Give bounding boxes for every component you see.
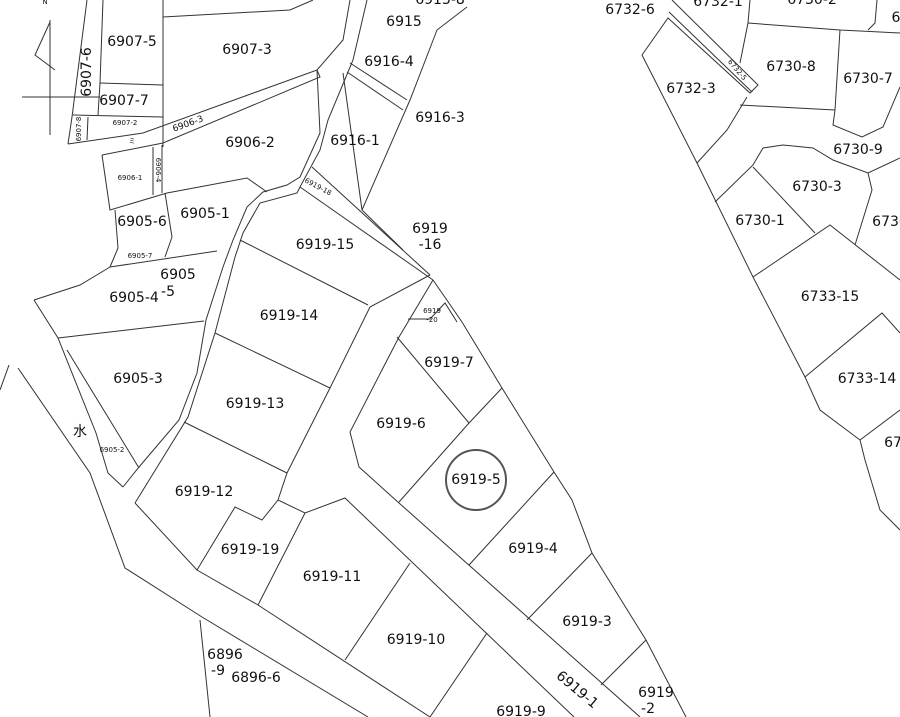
parcel-label[interactable]: 6730-2: [787, 0, 837, 8]
parcel-label[interactable]: 6905-1: [180, 206, 230, 222]
parcel-label[interactable]: 6919: [423, 307, 441, 315]
water-label: 水: [73, 424, 87, 440]
parcel-label[interactable]: 6730-3: [792, 179, 842, 195]
parcel-label[interactable]: 6919-19: [221, 542, 280, 558]
parcel-label[interactable]: 6906-4: [154, 158, 162, 183]
highlighted-parcel-circle: [445, 449, 507, 511]
parcel-label[interactable]: 6919-15: [296, 237, 355, 253]
parcel-label[interactable]: 6730-9: [833, 142, 883, 158]
parcel-label[interactable]: 6907-5: [107, 34, 157, 50]
parcel-label[interactable]: 6919-11: [303, 569, 362, 585]
parcel-label[interactable]: 6919-6: [376, 416, 426, 432]
parcel-label[interactable]: 6919-12: [175, 484, 234, 500]
parcel-label-partial[interactable]: 67: [884, 435, 900, 451]
parcel-label[interactable]: 6919-7: [424, 355, 474, 371]
parcel-label[interactable]: 6906-1: [118, 174, 143, 182]
parcel-label[interactable]: 6919-13: [226, 396, 285, 412]
north-label: N: [42, 0, 47, 6]
parcel-label[interactable]: 6913-8: [415, 0, 465, 8]
parcel-label[interactable]: 6907-8: [75, 117, 83, 142]
parcel-label[interactable]: 6732-1: [693, 0, 743, 10]
parcel-label[interactable]: 6916-4: [364, 54, 414, 70]
parcel-label[interactable]: 6730-8: [766, 59, 816, 75]
north-arrow-icon: [22, 20, 100, 135]
parcel-label[interactable]: 6915: [386, 14, 422, 30]
parcel-label[interactable]: 6919-9: [496, 704, 546, 717]
parcel-label: ミ: [129, 137, 136, 145]
parcel-label[interactable]: 6906-3: [171, 114, 204, 134]
parcel-label[interactable]: 6916-1: [330, 133, 380, 149]
parcel-label[interactable]: 6919-3: [562, 614, 612, 630]
parcel-label-highlighted[interactable]: 6919-5: [451, 472, 501, 488]
parcel-label[interactable]: 6906-2: [225, 135, 275, 151]
parcel-label[interactable]: 6907-3: [222, 42, 272, 58]
parcel-label[interactable]: -16: [419, 237, 442, 253]
parcel-label[interactable]: 6919: [638, 685, 674, 701]
parcel-label[interactable]: -2: [641, 701, 655, 717]
parcel-label[interactable]: 6905-2: [100, 446, 125, 454]
parcel-label-partial[interactable]: 6: [892, 10, 900, 26]
parcel-label[interactable]: 6732-3: [666, 81, 716, 97]
parcel-label[interactable]: 6919-18: [303, 177, 333, 198]
parcel-label[interactable]: 6730-7: [843, 71, 893, 87]
parcel-label[interactable]: 6916-3: [415, 110, 465, 126]
parcel-label[interactable]: 6730-1: [735, 213, 785, 229]
parcel-label[interactable]: 6907-6: [79, 47, 95, 97]
parcel-label[interactable]: 6905-3: [113, 371, 163, 387]
parcel-label[interactable]: 6732-6: [605, 2, 655, 18]
parcel-label[interactable]: 6905-6: [117, 214, 167, 230]
parcel-label[interactable]: 6919-14: [260, 308, 319, 324]
parcel-label[interactable]: 6905: [160, 267, 196, 283]
parcel-label[interactable]: -20: [426, 316, 437, 324]
parcel-label[interactable]: 6907-2: [113, 119, 138, 127]
parcel-label[interactable]: 6905-4: [109, 290, 159, 306]
parcel-label-partial[interactable]: 6730: [872, 214, 900, 230]
parcel-label[interactable]: 6919-4: [508, 541, 558, 557]
parcel-label[interactable]: 6733-14: [838, 371, 897, 387]
parcel-label[interactable]: 6733-15: [801, 289, 860, 305]
parcel-label[interactable]: 6907-7: [99, 93, 149, 109]
parcel-labels: 6907-5 6907-3 6907-6 6907-7 6907-8 6907-…: [73, 0, 900, 717]
parcel-label[interactable]: 6896-6: [231, 670, 281, 686]
parcel-label[interactable]: -5: [161, 284, 175, 300]
parcel-label[interactable]: 6919: [412, 221, 448, 237]
parcel-label[interactable]: 6905-7: [128, 252, 153, 260]
parcel-label[interactable]: -9: [211, 663, 225, 679]
parcel-label[interactable]: 6896: [207, 647, 243, 663]
parcel-label[interactable]: 6919-1: [553, 668, 601, 712]
parcel-label[interactable]: 6919-10: [387, 632, 446, 648]
